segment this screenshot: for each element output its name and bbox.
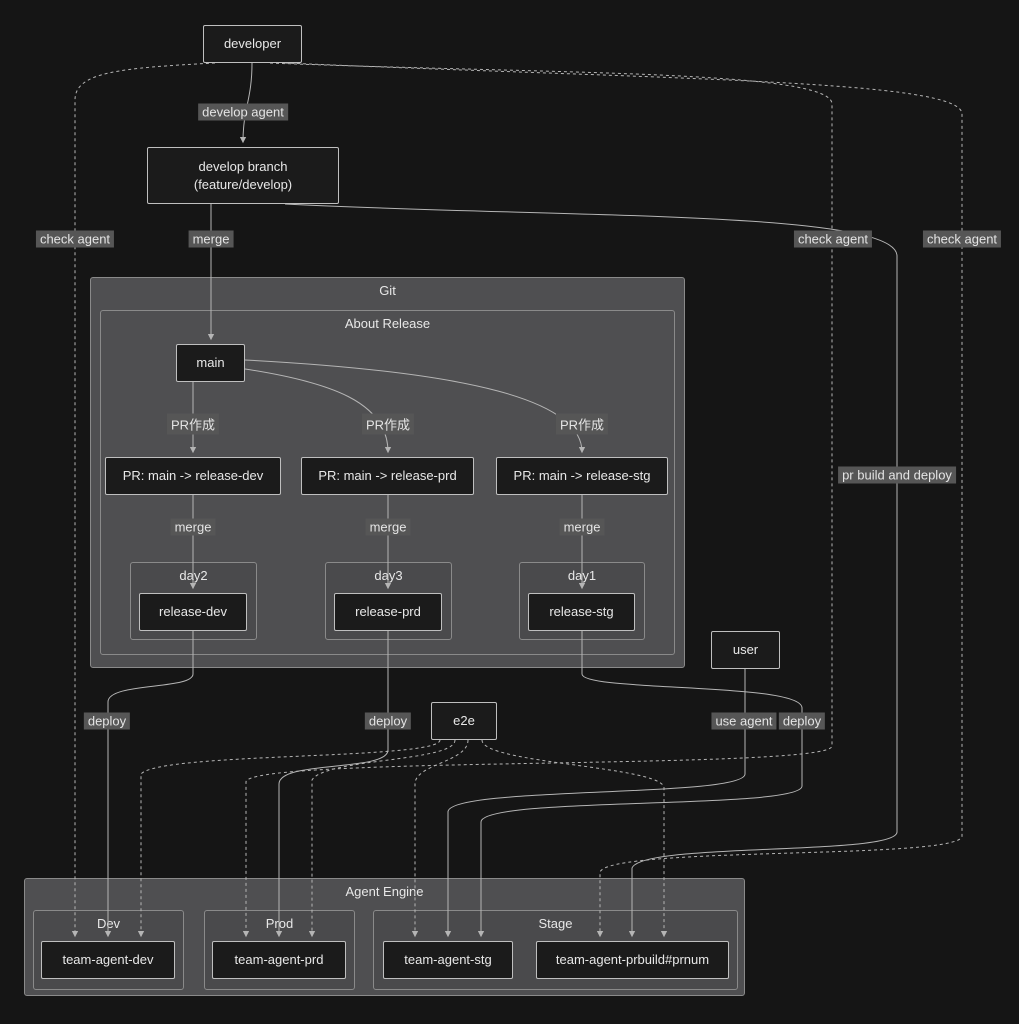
edge-develop-branch-to-team-agent-prbuild — [284, 203, 898, 938]
edge-label-check-agent-left: check agent — [35, 230, 115, 248]
edge-label-pr-create-dev: PR作成 — [166, 413, 220, 435]
cluster-stage-label: Stage — [538, 916, 573, 931]
edge-label-deploy-prd: deploy — [364, 712, 412, 730]
edge-e2e-to-team-agent-dev — [137, 739, 441, 938]
edge-e2e-to-team-agent-prd — [308, 739, 456, 938]
edge-release-stg-to-team-agent-stg — [477, 631, 803, 938]
edge-label-check-agent-right-1: check agent — [793, 230, 873, 248]
node-pr-main-release-prd: PR: main -> release-prd — [301, 457, 474, 495]
edge-label-merge-dev: merge — [170, 518, 216, 536]
node-user: user — [711, 631, 780, 669]
node-pr-main-release-dev: PR: main -> release-dev — [105, 457, 281, 495]
edge-e2e-to-team-agent-stg — [411, 739, 469, 938]
node-develop-branch: develop branch (feature/develop) — [147, 147, 339, 204]
edge-release-prd-to-team-agent-prd — [275, 631, 389, 938]
node-e2e: e2e — [431, 702, 497, 740]
edge-label-merge-stg: merge — [559, 518, 605, 536]
node-release-dev: release-dev — [139, 593, 247, 631]
edge-label-pr-build-and-deploy: pr build and deploy — [838, 466, 956, 484]
edge-developer-to-develop-branch — [239, 62, 253, 144]
node-develop-branch-line1: develop branch — [198, 158, 288, 174]
edge-developer-check-team-agent-prd — [242, 62, 833, 938]
node-team-agent-dev: team-agent-dev — [41, 941, 175, 979]
node-team-agent-prd: team-agent-prd — [212, 941, 346, 979]
edge-label-deploy-dev: deploy — [83, 712, 131, 730]
edge-main-to-pr-prd — [244, 368, 392, 454]
edge-developer-check-team-agent-prbuild — [284, 62, 963, 938]
edge-e2e-to-team-agent-prbuild — [481, 739, 668, 938]
edge-label-pr-create-prd: PR作成 — [361, 413, 415, 435]
edge-user-to-team-agent-stg — [444, 669, 746, 938]
edge-label-merge-prd: merge — [365, 518, 411, 536]
cluster-agent-engine-label: Agent Engine — [345, 884, 424, 899]
edge-label-develop-agent: develop agent — [198, 103, 288, 121]
node-team-agent-stg: team-agent-stg — [383, 941, 513, 979]
edge-label-check-agent-right-2: check agent — [922, 230, 1002, 248]
edge-label-use-agent: use agent — [711, 712, 777, 730]
edge-release-dev-to-team-agent-dev — [104, 631, 194, 938]
node-main: main — [176, 344, 245, 382]
cluster-git-label: Git — [379, 283, 396, 298]
node-developer: developer — [203, 25, 302, 63]
edge-main-to-pr-stg — [244, 359, 586, 454]
edge-label-merge-top: merge — [188, 230, 234, 248]
node-release-stg: release-stg — [528, 593, 635, 631]
node-pr-main-release-stg: PR: main -> release-stg — [496, 457, 668, 495]
node-develop-branch-line2: (feature/develop) — [193, 176, 293, 192]
edge-label-pr-create-stg: PR作成 — [555, 413, 609, 435]
node-release-prd: release-prd — [334, 593, 442, 631]
edge-label-deploy-stg: deploy — [778, 712, 826, 730]
cluster-about-release-label: About Release — [344, 316, 431, 331]
node-team-agent-prbuild: team-agent-prbuild#prnum — [536, 941, 729, 979]
